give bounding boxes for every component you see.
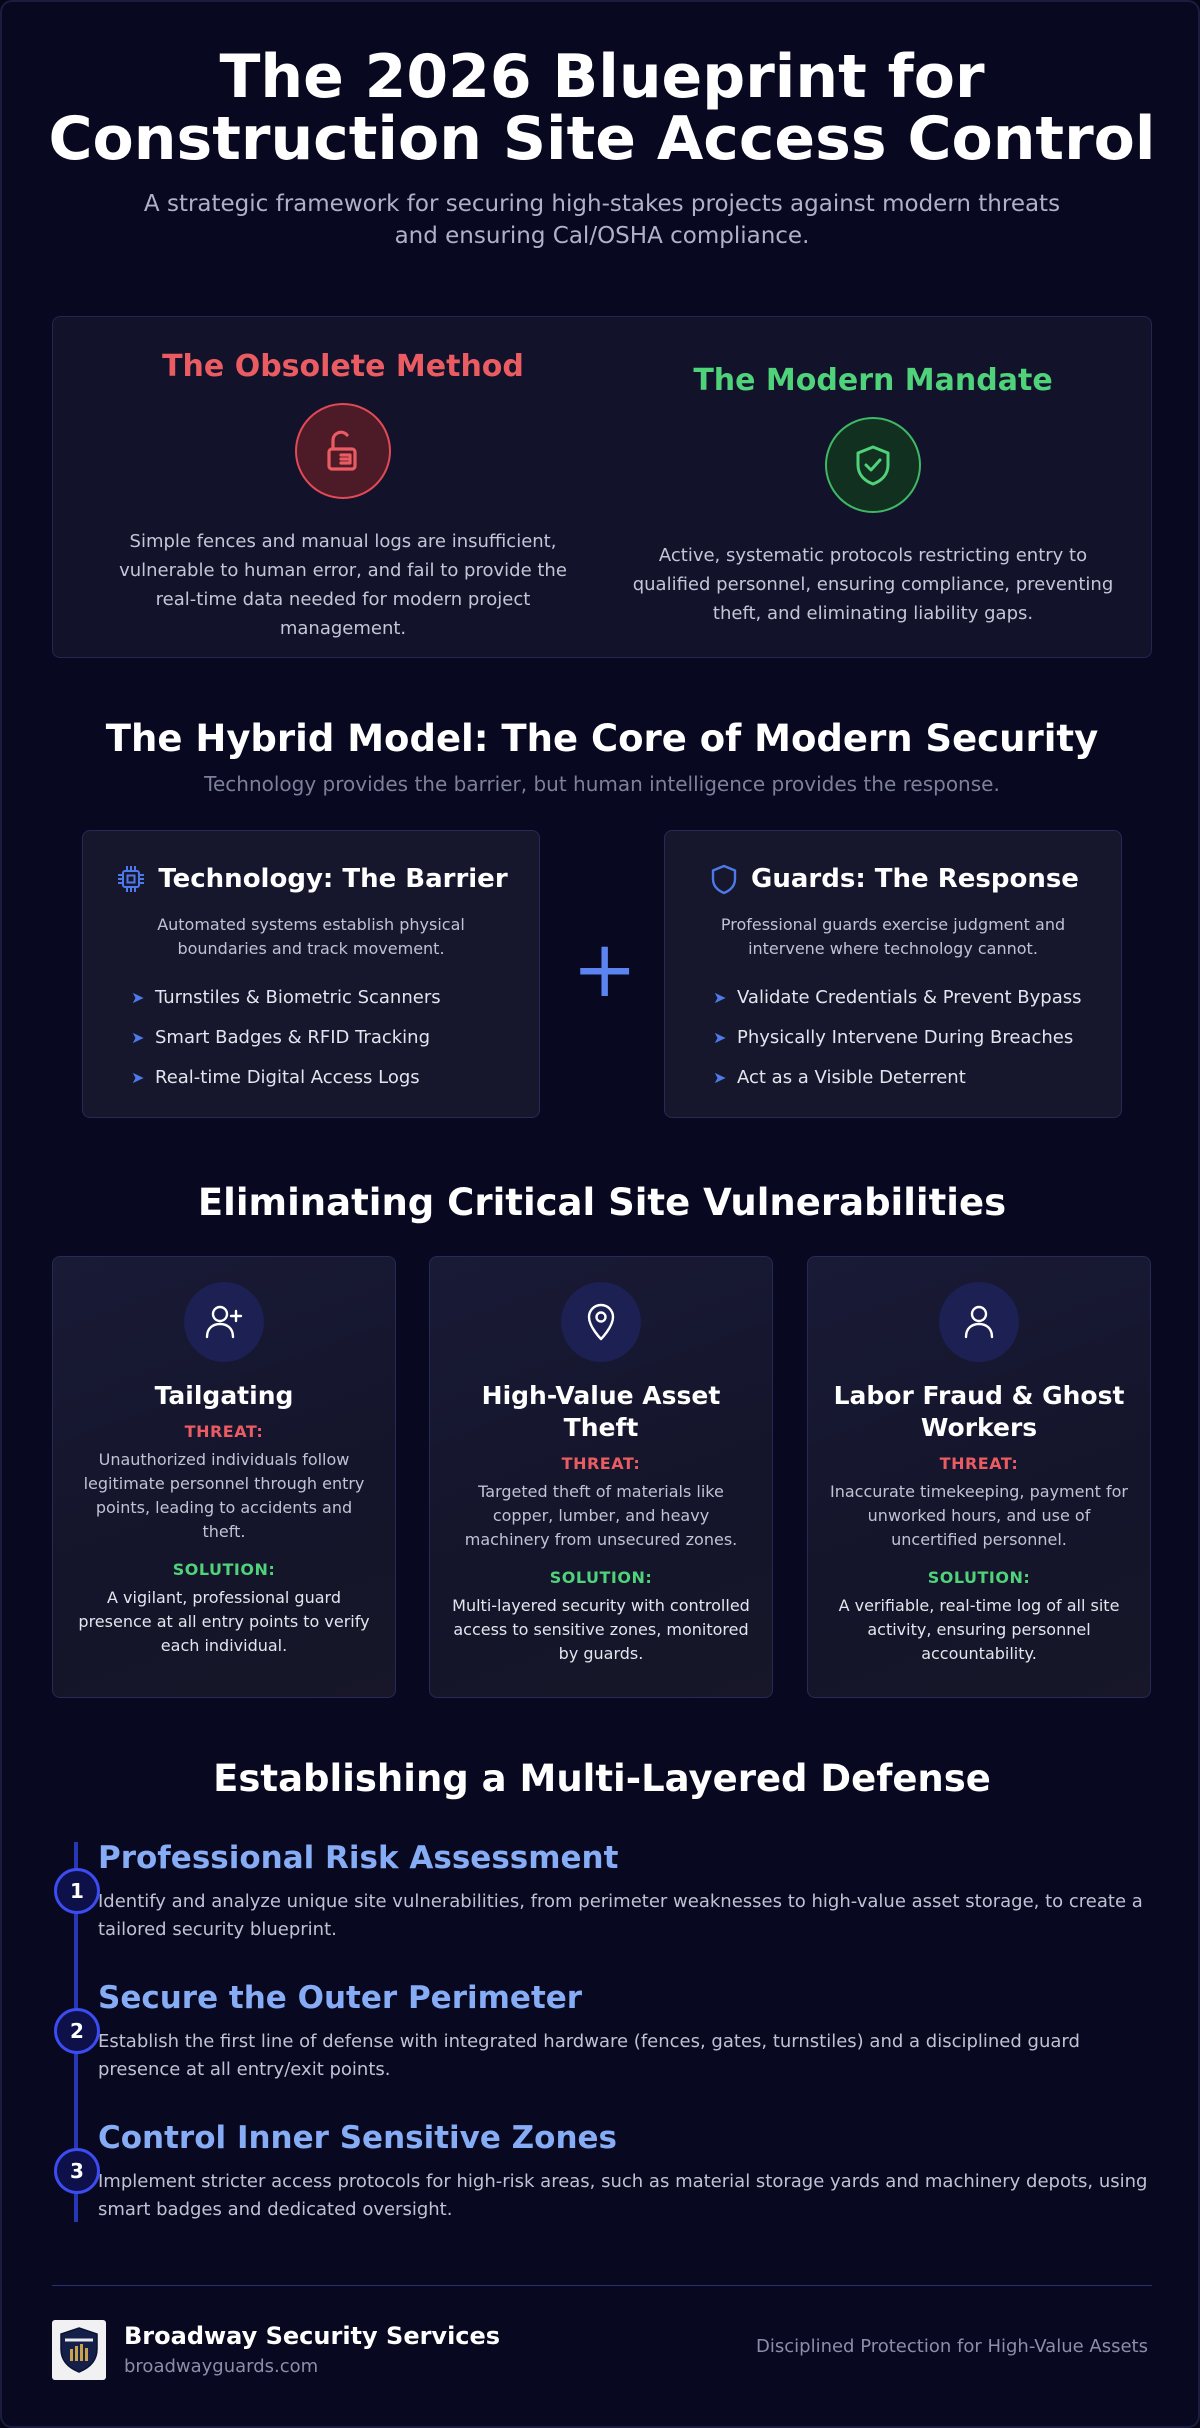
obsolete-method-title: The Obsolete Method bbox=[162, 349, 524, 384]
solution-label: SOLUTION: bbox=[927, 1568, 1031, 1587]
threat-text: Targeted theft of materials like copper,… bbox=[464, 1482, 738, 1549]
comparison-panel: The Obsolete Method Simple fences and ma… bbox=[52, 316, 1152, 658]
list-item: ➤Smart Badges & RFID Tracking bbox=[131, 1026, 431, 1048]
step-number-badge: 2 bbox=[54, 2008, 100, 2054]
modern-mandate-column: The Modern Mandate Active, systematic pr… bbox=[613, 317, 1133, 628]
broken-lock-icon bbox=[295, 403, 391, 499]
hybrid-model-subtitle: Technology provides the barrier, but hum… bbox=[204, 772, 1000, 796]
guards-title: Guards: The Response bbox=[751, 864, 1079, 894]
step-text: Implement stricter access protocols for … bbox=[98, 2171, 1148, 2220]
defense-step-1: Professional Risk Assessment Identify an… bbox=[98, 1838, 1158, 1944]
footer-divider bbox=[52, 2285, 1152, 2286]
list-item: ➤Act as a Visible Deterrent bbox=[713, 1066, 966, 1088]
threat-text: Inaccurate timekeeping, payment for unwo… bbox=[830, 1482, 1128, 1549]
step-number-badge: 1 bbox=[54, 1868, 100, 1914]
step-title: Professional Risk Assessment bbox=[98, 1840, 619, 1876]
solution-label: SOLUTION: bbox=[172, 1560, 276, 1579]
hybrid-model-title: The Hybrid Model: The Core of Modern Sec… bbox=[105, 717, 1099, 760]
solution-label: SOLUTION: bbox=[549, 1568, 653, 1587]
vulnerability-card-tailgating: Tailgating THREAT: Unauthorized individu… bbox=[52, 1256, 396, 1698]
vulnerability-title: Tailgating bbox=[154, 1381, 294, 1410]
brand-name: Broadway Security Services bbox=[124, 2322, 501, 2350]
guards-description: Professional guards exercise judgment an… bbox=[720, 915, 1066, 958]
technology-card: Technology: The Barrier Automated system… bbox=[82, 830, 540, 1118]
obsolete-method-column: The Obsolete Method Simple fences and ma… bbox=[83, 317, 603, 643]
step-number-badge: 3 bbox=[54, 2148, 100, 2194]
arrow-right-icon: ➤ bbox=[131, 1067, 145, 1087]
map-pin-icon bbox=[561, 1282, 641, 1362]
guards-card: Guards: The Response Professional guards… bbox=[664, 830, 1122, 1118]
arrow-right-icon: ➤ bbox=[713, 987, 727, 1007]
title-line-1: The 2026 Blueprint for bbox=[219, 42, 985, 112]
title-line-2: Construction Site Access Control bbox=[48, 104, 1156, 174]
solution-text: Multi-layered security with controlled a… bbox=[452, 1596, 750, 1663]
modern-mandate-text: Active, systematic protocols restricting… bbox=[632, 545, 1114, 624]
user-plus-icon bbox=[184, 1282, 264, 1362]
threat-label: THREAT: bbox=[184, 1422, 264, 1441]
defense-title: Establishing a Multi-Layered Defense bbox=[213, 1757, 991, 1800]
vulnerability-card-asset-theft: High-Value Asset Theft THREAT: Targeted … bbox=[429, 1256, 773, 1698]
technology-description: Automated systems establish physical bou… bbox=[157, 915, 465, 958]
list-item: ➤Real-time Digital Access Logs bbox=[131, 1066, 420, 1088]
guards-list: ➤Validate Credentials & Prevent Bypass ➤… bbox=[665, 977, 1121, 1097]
brand-url: broadwayguards.com bbox=[124, 2356, 319, 2377]
technology-list: ➤Turnstiles & Biometric Scanners ➤Smart … bbox=[83, 977, 539, 1097]
obsolete-method-text: Simple fences and manual logs are insuff… bbox=[119, 531, 567, 639]
arrow-right-icon: ➤ bbox=[131, 987, 145, 1007]
vulnerabilities-title: Eliminating Critical Site Vulnerabilitie… bbox=[197, 1181, 1007, 1224]
step-text: Establish the first line of defense with… bbox=[98, 2031, 1080, 2080]
footer-tagline: Disciplined Protection for High-Value As… bbox=[756, 2336, 1148, 2357]
step-title: Control Inner Sensitive Zones bbox=[98, 2120, 618, 2156]
shield-icon bbox=[707, 862, 741, 896]
vulnerability-title: High-Value Asset Theft bbox=[481, 1381, 721, 1442]
shield-check-icon bbox=[825, 417, 921, 513]
arrow-right-icon: ➤ bbox=[713, 1027, 727, 1047]
plus-icon: + bbox=[572, 925, 638, 1015]
list-item: ➤Physically Intervene During Breaches bbox=[713, 1026, 1074, 1048]
defense-step-3: Control Inner Sensitive Zones Implement … bbox=[98, 2118, 1158, 2224]
threat-label: THREAT: bbox=[939, 1454, 1019, 1473]
list-item: ➤Validate Credentials & Prevent Bypass bbox=[713, 986, 1082, 1008]
threat-text: Unauthorized individuals follow legitima… bbox=[83, 1450, 365, 1541]
step-title: Secure the Outer Perimeter bbox=[98, 1980, 583, 2016]
page-subtitle: A strategic framework for securing high-… bbox=[143, 191, 1061, 249]
technology-title: Technology: The Barrier bbox=[158, 864, 508, 894]
list-item: ➤Turnstiles & Biometric Scanners bbox=[131, 986, 441, 1008]
arrow-right-icon: ➤ bbox=[131, 1027, 145, 1047]
user-icon bbox=[939, 1282, 1019, 1362]
threat-label: THREAT: bbox=[561, 1454, 641, 1473]
solution-text: A vigilant, professional guard presence … bbox=[78, 1588, 370, 1655]
vulnerability-title: Labor Fraud & Ghost Workers bbox=[833, 1381, 1125, 1442]
step-text: Identify and analyze unique site vulnera… bbox=[98, 1891, 1143, 1940]
cpu-chip-icon bbox=[114, 862, 148, 896]
vulnerability-card-labor-fraud: Labor Fraud & Ghost Workers THREAT: Inac… bbox=[807, 1256, 1151, 1698]
defense-step-2: Secure the Outer Perimeter Establish the… bbox=[98, 1978, 1158, 2084]
page-title: The 2026 Blueprint for Construction Site… bbox=[42, 46, 1162, 170]
shield-crest-logo-icon bbox=[52, 2320, 106, 2380]
arrow-right-icon: ➤ bbox=[713, 1067, 727, 1087]
solution-text: A verifiable, real-time log of all site … bbox=[838, 1596, 1120, 1663]
modern-mandate-title: The Modern Mandate bbox=[693, 363, 1053, 398]
